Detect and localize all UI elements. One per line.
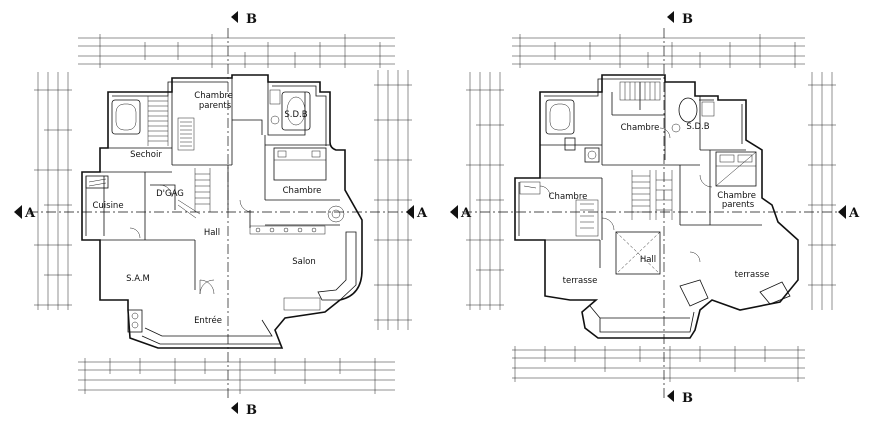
right-bed-icon [715, 151, 757, 187]
left-exterior-walls [81, 74, 363, 349]
room-label-chambre-parents: Chambre parents [194, 91, 235, 111]
room-label-degagement: D'GAG [156, 189, 184, 199]
room-label-chambre-top: Chambre [621, 123, 660, 133]
right-bathtub-icon [545, 99, 575, 135]
svg-text:A: A [416, 206, 428, 221]
left-stairs [147, 96, 211, 219]
left-section-marker-a-left: A [14, 205, 36, 221]
room-label-sdb: S.D.B [284, 110, 307, 120]
right-side-dimension-lines [374, 70, 412, 330]
room-label-chambre-parents-right: Chambre parents [717, 191, 758, 210]
svg-text:B: B [246, 12, 257, 27]
right-plan-left-dimension-lines [466, 72, 504, 310]
left-doors [129, 184, 253, 295]
left-wardrobe [177, 117, 195, 151]
right-interior-walls [540, 82, 762, 268]
left-kitchen-counter [85, 175, 109, 189]
right-section-marker-a-right: A [838, 205, 860, 221]
left-side-dimension-lines [34, 72, 72, 310]
svg-text:A: A [24, 206, 36, 221]
left-fireplace-icon [327, 205, 345, 223]
right-section-marker-b-bottom: B [667, 390, 693, 406]
svg-text:B: B [682, 391, 693, 406]
right-wardrobe [519, 181, 599, 237]
room-label-hall: Hall [204, 228, 220, 238]
left-bed-icon [273, 147, 327, 181]
room-label-terrasse-left: terrasse [563, 276, 598, 286]
left-top-dimension-lines [78, 34, 395, 68]
right-floor-plan: Chambre S.D.B Chambre Chambre parents Ha… [450, 11, 860, 406]
svg-text:A: A [460, 206, 472, 221]
right-exterior-walls [514, 74, 799, 339]
room-label-sechoir: Sechoir [130, 150, 162, 160]
room-label-entree: Entrée [194, 315, 222, 326]
right-desk-icon [564, 137, 600, 163]
right-sdb-fixtures [671, 97, 715, 133]
left-sdb-fixtures [269, 89, 311, 131]
svg-text:B: B [246, 403, 257, 418]
room-label-sdb-right: S.D.B [686, 122, 709, 132]
left-planter-icon [127, 309, 143, 333]
room-label-chambre-left: Chambre [549, 192, 588, 202]
right-section-marker-b-top: B [667, 11, 693, 27]
room-label-chambre: Chambre [283, 186, 322, 196]
svg-text:B: B [682, 12, 693, 27]
room-label-salon: Salon [292, 257, 316, 267]
left-floor-plan: Chambre parents S.D.B Sechoir D'GAG Cham… [14, 11, 428, 418]
room-label-terrasse-right: terrasse [735, 270, 770, 280]
left-bathtub-icon [111, 99, 141, 135]
right-plan-right-dimension-lines [808, 72, 836, 310]
right-balconies [589, 279, 791, 333]
right-bottom-dimension-lines [512, 346, 805, 382]
left-section-marker-a-right: A [406, 205, 428, 221]
right-top-dimension-lines [512, 34, 805, 68]
room-label-hall-right: Hall [640, 255, 656, 265]
left-section-marker-b-bottom: B [231, 402, 257, 418]
room-label-cuisine: Cuisine [92, 201, 123, 211]
right-section-marker-a-left: A [450, 205, 472, 221]
left-living-sofas [249, 225, 357, 311]
left-entree-terrace [141, 319, 280, 345]
svg-text:A: A [848, 206, 860, 221]
right-doors [539, 127, 713, 263]
right-hall-void [615, 231, 661, 275]
room-label-sam: S.A.M [126, 274, 150, 284]
left-section-marker-b-top: B [231, 11, 257, 27]
right-stairs [619, 81, 673, 220]
left-bottom-dimension-lines [78, 358, 395, 394]
